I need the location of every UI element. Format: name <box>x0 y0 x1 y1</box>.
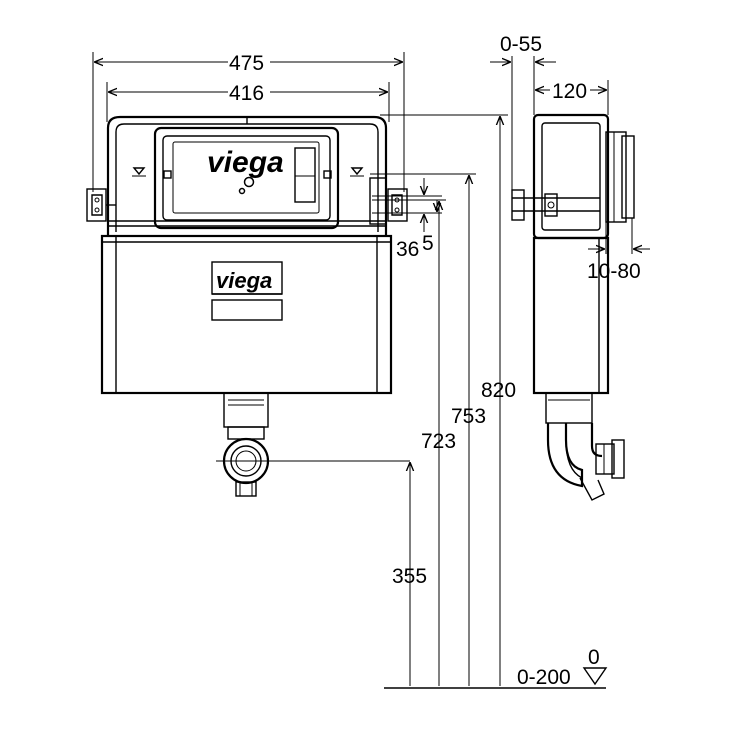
dim-height-outlet: 355 <box>392 565 427 588</box>
dim-depth: 120 <box>552 80 587 103</box>
dim-height-mid: 753 <box>451 405 486 428</box>
dim-floor-level: 0 <box>588 646 600 669</box>
dimension-lines <box>92 52 650 689</box>
logo-bubble-large <box>243 176 255 188</box>
brand-logo-tank: viega <box>216 268 272 293</box>
dim-total-width: 475 <box>229 52 264 75</box>
dim-wall-gap: 0-55 <box>500 33 542 56</box>
dim-floor-range: 0-200 <box>517 666 571 689</box>
brand-logo-top: viega <box>207 146 284 179</box>
dim-bracket-b: 5 <box>422 232 434 255</box>
logo-bubble-small <box>238 187 246 195</box>
front-view <box>86 115 410 497</box>
side-view <box>511 113 635 501</box>
dim-height-low: 723 <box>421 430 456 453</box>
dim-pipe-offset: 10-80 <box>587 260 641 283</box>
dim-height-total: 820 <box>481 379 516 402</box>
dim-bracket-a: 36 <box>396 238 419 261</box>
dim-inner-width: 416 <box>229 82 264 105</box>
